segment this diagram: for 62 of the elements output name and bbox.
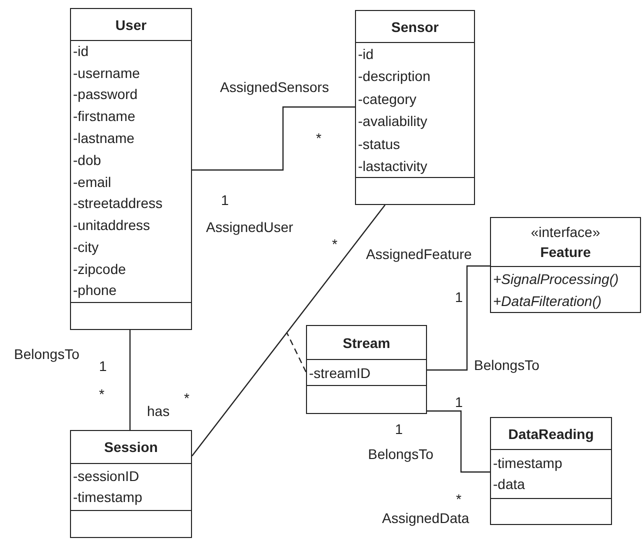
method-text: +SignalProcessing() [492,270,619,289]
multiplicity-label: * [99,386,104,402]
attribute-text: -data [492,475,525,494]
class-name: User [115,16,147,34]
class-name: Stream [342,334,390,352]
association-line [427,265,490,371]
attribute-text: -id [357,44,374,64]
class-box [355,10,475,205]
attribute-text: -unitaddress [72,216,150,236]
class-box [70,430,192,538]
role-label: has [147,403,170,419]
attribute-text: -city [72,238,99,257]
association-line [192,106,355,171]
role-label: BelongsTo [14,346,80,362]
attribute-text: -zipcode [72,260,126,279]
dashed-line [286,332,307,372]
attribute-text: -timestamp [72,488,142,507]
role-label: AssignedFeature [366,246,472,262]
attribute-text: -streamID [308,364,370,382]
class-name: Sensor [391,18,439,36]
multiplicity-label: 1 [221,192,229,208]
attribute-text: -lastactivity [357,157,428,176]
class-name: Session [104,438,158,457]
attribute-text: -phone [72,281,117,300]
attribute-text: -email [72,172,112,192]
attribute-text: -timestamp [492,454,562,473]
class-box [490,417,612,525]
class-box [490,217,641,313]
association-line [427,410,490,473]
class-box [70,8,192,330]
attribute-text: -lastname [72,128,134,148]
multiplicity-label: 1 [455,289,463,305]
role-label: AssignedSensors [220,79,329,95]
attribute-text: -avaliability [357,112,428,131]
multiplicity-label: 1 [99,358,107,374]
attribute-text: -description [357,67,430,86]
multiplicity-label: * [184,390,190,406]
class-name: DataReading [508,424,594,444]
role-label: BelongsTo [474,357,540,373]
attribute-text: -dob [72,150,102,170]
association-line [129,330,131,430]
role-label: AssignedData [382,510,470,526]
multiplicity-label: * [456,491,462,507]
attribute-text: -sessionID [72,467,140,486]
attribute-text: -category [357,90,416,109]
role-label: BelongsTo [368,446,434,462]
multiplicity-label: 1 [395,421,403,437]
class-name: Feature [540,243,591,262]
attribute-text: -password [72,85,138,104]
multiplicity-label: 1 [455,394,463,410]
class-box [306,325,427,414]
multiplicity-label: * [332,236,338,252]
attribute-text: -firstname [72,107,136,126]
role-label: AssignedUser [206,219,294,235]
attribute-text: -username [72,64,140,83]
attribute-text: -streetaddress [72,194,162,214]
multiplicity-label: * [316,130,322,146]
method-text: +DataFilteration() [492,292,602,311]
stereotype-text: «interface» [530,223,600,242]
attribute-text: -status [357,134,400,154]
association-line [192,204,386,456]
attribute-text: -id [72,42,89,61]
